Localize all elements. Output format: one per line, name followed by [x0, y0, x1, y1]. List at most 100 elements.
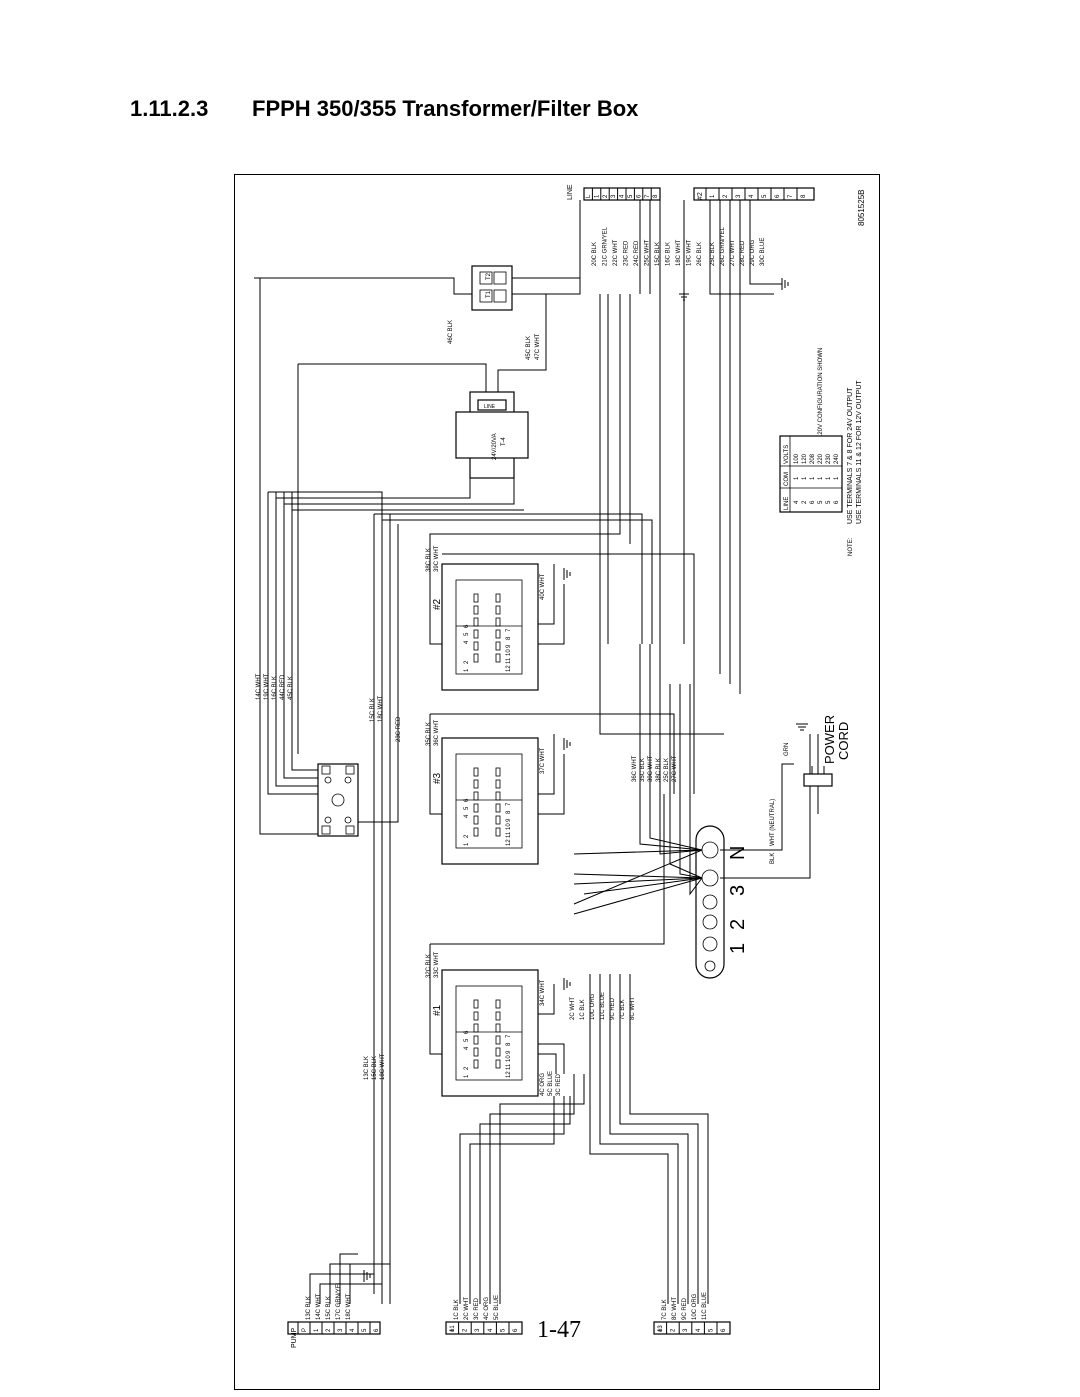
volts-table-cell: 2: [802, 500, 808, 504]
pump_connector-wire-label: 18C WHT: [346, 1293, 352, 1320]
line-wire-label: 20C BLK: [592, 242, 598, 266]
transformer-rating: 24V/20VA: [492, 433, 498, 460]
relay1-pin: 5: [464, 1038, 470, 1042]
relay2-pin: 4: [464, 640, 470, 644]
relay1-wire-label: 34C WHT: [540, 979, 546, 1006]
conn3-wire-label: 8C WHT: [672, 1297, 678, 1320]
relay2-contact: [473, 593, 479, 603]
line-wire-label: 25C WHT: [645, 239, 651, 266]
line-terminal-3: 3: [611, 194, 617, 198]
relay3-pin: 5: [464, 806, 470, 810]
relay1-contact: [495, 999, 501, 1009]
conn1-wire-label: 2C WHT: [464, 1297, 470, 1320]
transformer: LINE 24V/20VA T-4: [455, 391, 529, 479]
pump_connector-pin: 6: [374, 1328, 380, 1332]
line-wire-label: 19C WHT: [687, 239, 693, 266]
relay2-pin: 7: [506, 628, 512, 632]
strip2-terminal-5: 6: [775, 194, 781, 198]
volts-table-header: LINE: [784, 497, 790, 510]
volts-table-cell: 5: [826, 500, 832, 504]
center-bundle-label: 39C WHT: [648, 755, 654, 782]
lower-center-bundle-label: 1C BLK: [580, 999, 586, 1020]
relay1-contact: [473, 1035, 479, 1045]
left-bundle-label: 44C RED: [280, 674, 286, 700]
relay2-wire-label: 38C BLK: [426, 548, 432, 572]
relay3-contact: [495, 779, 501, 789]
strip2-terminal-0: 1: [710, 194, 716, 198]
line-wire-label: 26C BLK: [697, 242, 703, 266]
conn1-pin: 6: [513, 1328, 519, 1332]
relay3-wire-label: 36C WHT: [434, 719, 440, 746]
relay1-contact: [473, 1059, 479, 1069]
ground-symbols: [363, 278, 808, 1282]
relay2-pin: 10: [506, 649, 512, 656]
relay3-pin: 4: [464, 814, 470, 818]
relay1-pin: 12: [506, 1071, 512, 1078]
relay2-contact: [473, 617, 479, 627]
lower-center-bundle-label: 8C WHT: [630, 997, 636, 1020]
note-label: NOTE:: [848, 537, 854, 556]
strip2-wire-label: 25C BLK: [710, 242, 716, 266]
relay1-contact: [495, 1047, 501, 1057]
volts-table-cell: 1: [794, 476, 800, 480]
filter-wire-46c: 46C BLK: [448, 320, 454, 344]
relay-3-label: #3: [432, 772, 443, 784]
terminal-block-label: 1: [727, 943, 749, 954]
center-bundle-label: 25C BLK: [664, 758, 670, 782]
pump_connector-wire-label: 15C BLK: [326, 1296, 332, 1320]
section-number: 1.11.2.3: [130, 96, 209, 121]
volts-table-cell: 6: [810, 500, 816, 504]
conn3-pin: 1: [658, 1328, 664, 1332]
relay3-contact: [473, 791, 479, 801]
strip2-terminal-6: 7: [788, 194, 794, 198]
relay3-contact: [473, 815, 479, 825]
center-bundle-label: 36C WHT: [632, 755, 638, 782]
strip2-terminal-7: 8: [801, 194, 807, 198]
relay3-contact: [473, 827, 479, 837]
diagram-frame: [234, 174, 880, 1390]
pump_connector-pin: 1: [314, 1328, 320, 1332]
conn3-wire-label: 9C RED: [682, 1297, 688, 1320]
lower-center-bundle-label: 10C ORG: [590, 993, 596, 1020]
line-wire-label: 18C WHT: [676, 239, 682, 266]
transformer-line-label: LINE: [484, 404, 496, 410]
page-number: 1-47: [537, 1317, 581, 1343]
relay-wires: [429, 553, 695, 1074]
line-wire-label: 15C BLK: [655, 242, 661, 266]
pump_connector-pin: 2: [326, 1328, 332, 1332]
pump_connector-pin: 5: [362, 1328, 368, 1332]
relay1-pin: 10: [506, 1055, 512, 1062]
low-bundle-label: 18C WHT: [380, 1053, 386, 1080]
relay2-contact: [495, 593, 501, 603]
strip2-terminal-2: 3: [736, 194, 742, 198]
conn1-pin: 1: [450, 1328, 456, 1332]
center-bundle-label: 35C BLK: [640, 758, 646, 782]
relay3-pin: 12: [506, 839, 512, 846]
relay2-wire-label: 40C WHT: [540, 573, 546, 600]
relay3-contact: [473, 767, 479, 777]
relay1-wire-label: 3C RED: [556, 1073, 562, 1096]
strip2-wire-label: 29C ORG: [750, 239, 756, 266]
volts-table-cell: 5: [818, 500, 824, 504]
power-cord: GRN WHT (NEUTRAL) BLK POWER CORD: [770, 715, 851, 864]
relay3-contact: [495, 767, 501, 777]
left-bundle-label: 16C BLK: [272, 676, 278, 700]
connector-3-label: #3: [658, 1325, 664, 1332]
strip2-wire-label: 30C BLUE: [760, 238, 766, 266]
volts-table-cell: 100: [794, 453, 800, 464]
relay1-pin: 4: [464, 1046, 470, 1050]
relay2-contact: [495, 641, 501, 651]
note-line-12v: USE TERMINALS 11 & 12 FOR 12V OUTPUT: [856, 380, 863, 524]
pump_connector-pin: P: [302, 1328, 308, 1332]
relay2-pin: 8: [506, 636, 512, 640]
bottom-feed-lines: [309, 974, 709, 1304]
conn1-pin: 4: [488, 1328, 494, 1332]
conn1-wire-label: 4C ORG: [484, 1297, 490, 1320]
pump-connector-label: PUMP: [291, 1327, 298, 1348]
filter-wire-45c: 45C BLK: [526, 336, 532, 360]
pump_connector-wire-label: 17C GRN/YEL: [336, 1280, 342, 1320]
relay2-contact: [495, 629, 501, 639]
volts-table-cell: 1: [826, 476, 832, 480]
